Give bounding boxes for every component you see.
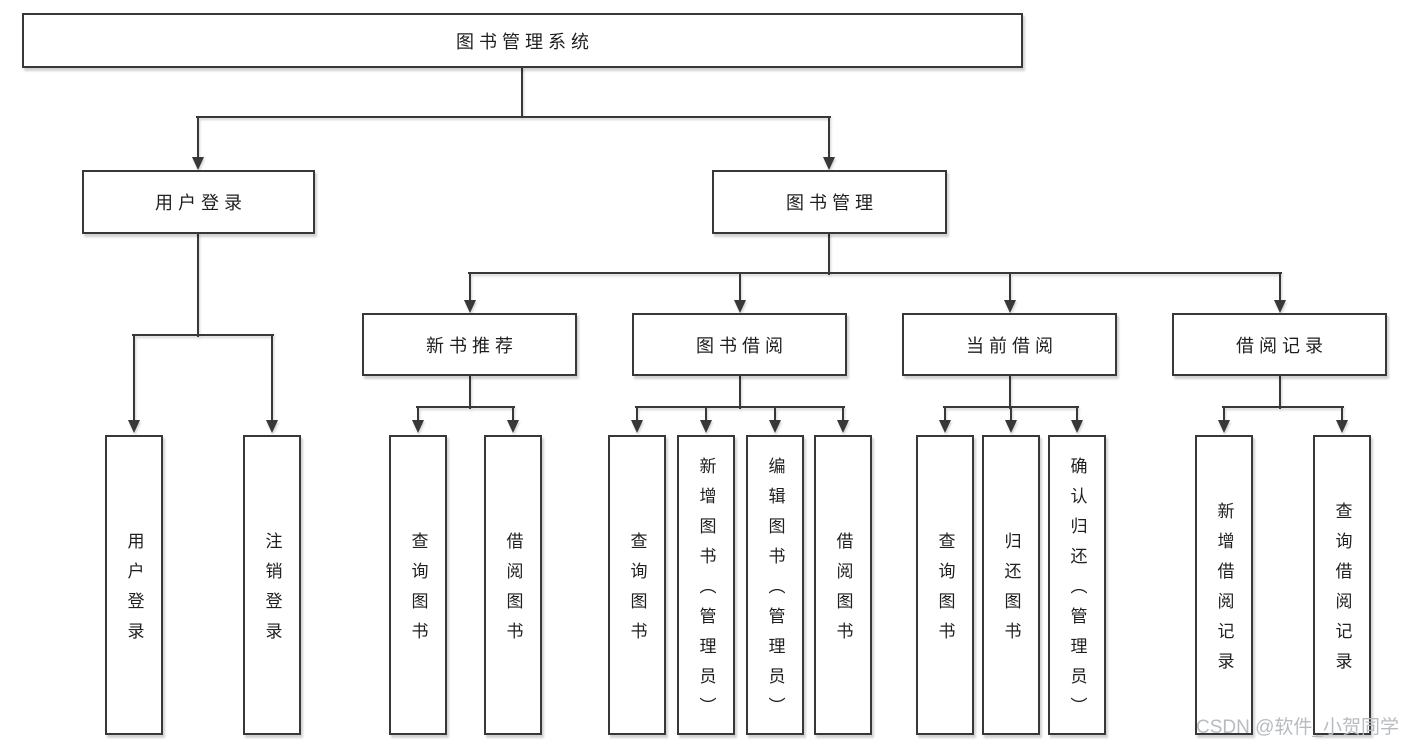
arrowhead <box>734 300 746 313</box>
node-root-label: 图书管理系统 <box>456 31 594 52</box>
node-book-management: 图书管理 <box>712 170 947 234</box>
arrowhead <box>412 420 424 433</box>
leaf-user-login: 用户登录 <box>105 435 163 735</box>
arrowhead <box>939 420 951 433</box>
leaf-edit-book-admin: 编辑图书（管理员） <box>746 435 804 735</box>
leaf-user-login-label: 用户登录 <box>124 531 144 652</box>
arrowhead <box>1005 420 1017 433</box>
arrowhead <box>769 420 781 433</box>
node-book-borrow: 图书借阅 <box>632 313 847 376</box>
leaf-query-books-borrow: 查询图书 <box>608 435 666 735</box>
node-current-borrow: 当前借阅 <box>902 313 1117 376</box>
leaf-query-books-current-label: 查询图书 <box>935 531 955 652</box>
leaf-query-books-current: 查询图书 <box>916 435 974 735</box>
node-current-borrow-label: 当前借阅 <box>966 335 1058 356</box>
arrowhead <box>1274 300 1286 313</box>
arrowhead <box>700 420 712 433</box>
leaf-add-book-admin-label: 新增图书（管理员） <box>696 456 716 727</box>
node-borrow-records: 借阅记录 <box>1172 313 1387 376</box>
leaf-borrow-books-newbook: 借阅图书 <box>484 435 542 735</box>
leaf-return-book: 归还图书 <box>982 435 1040 735</box>
leaf-logout-label: 注销登录 <box>262 531 282 652</box>
watermark: CSDN @软件_小贺同学 <box>1196 717 1399 738</box>
arrowhead <box>631 420 643 433</box>
node-user-login: 用户登录 <box>82 170 315 234</box>
leaf-add-borrow-record: 新增借阅记录 <box>1195 435 1253 735</box>
arrowhead <box>192 157 204 170</box>
node-book-management-label: 图书管理 <box>786 193 878 213</box>
node-book-borrow-label: 图书借阅 <box>696 335 788 356</box>
leaf-borrow-books-newbook-label: 借阅图书 <box>503 531 523 652</box>
node-new-book-recommend-label: 新书推荐 <box>426 335 518 356</box>
leaf-query-books-newbook-label: 查询图书 <box>408 531 428 652</box>
leaf-add-book-admin: 新增图书（管理员） <box>677 435 735 735</box>
node-new-book-recommend: 新书推荐 <box>362 313 577 376</box>
leaf-borrow-books-borrow-label: 借阅图书 <box>833 531 853 652</box>
node-borrow-records-label: 借阅记录 <box>1236 335 1328 356</box>
leaf-edit-book-admin-label: 编辑图书（管理员） <box>765 456 785 727</box>
leaf-confirm-return-admin: 确认归还（管理员） <box>1048 435 1106 735</box>
leaf-query-books-borrow-label: 查询图书 <box>627 531 647 652</box>
arrowhead <box>1004 300 1016 313</box>
arrowhead <box>1071 420 1083 433</box>
arrowhead <box>266 420 278 433</box>
arrowhead <box>464 300 476 313</box>
arrowhead <box>128 420 140 433</box>
arrowhead <box>823 157 835 170</box>
leaf-add-borrow-record-label: 新增借阅记录 <box>1214 501 1234 682</box>
arrowhead <box>837 420 849 433</box>
leaf-query-books-newbook: 查询图书 <box>389 435 447 735</box>
arrowhead <box>507 420 519 433</box>
arrowhead <box>1336 420 1348 433</box>
leaf-logout: 注销登录 <box>243 435 301 735</box>
arrowhead <box>1218 420 1230 433</box>
node-user-login-label: 用户登录 <box>155 193 247 213</box>
leaf-query-borrow-record: 查询借阅记录 <box>1313 435 1371 735</box>
leaf-borrow-books-borrow: 借阅图书 <box>814 435 872 735</box>
leaf-query-borrow-record-label: 查询借阅记录 <box>1332 501 1352 682</box>
leaf-confirm-return-admin-label: 确认归还（管理员） <box>1067 456 1087 727</box>
leaf-return-book-label: 归还图书 <box>1001 531 1021 652</box>
node-root: 图书管理系统 <box>22 13 1023 68</box>
